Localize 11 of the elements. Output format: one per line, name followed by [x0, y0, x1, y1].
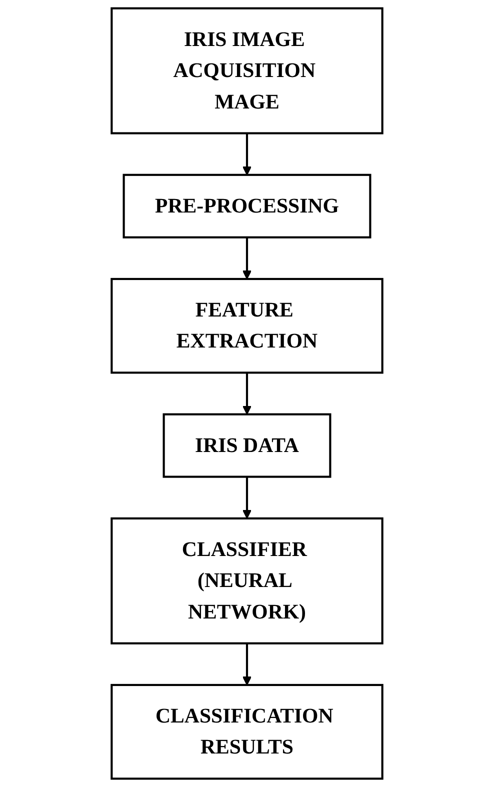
- arrow: [242, 133, 252, 176]
- node-box: FEATURE EXTRACTION: [110, 278, 384, 374]
- arrow: [242, 643, 252, 686]
- arrow: [242, 476, 252, 519]
- node-box: PRE-PROCESSING: [122, 174, 372, 238]
- node-box: CLASSIFIER (NEURAL NETWORK): [110, 517, 384, 644]
- arrow: [242, 372, 252, 415]
- arrow: [242, 237, 252, 280]
- node-box: IRIS IMAGE ACQUISITION MAGE: [110, 7, 384, 134]
- node-box: IRIS DATA: [162, 413, 332, 478]
- node-box: CLASSIFICATION RESULTS: [110, 684, 384, 780]
